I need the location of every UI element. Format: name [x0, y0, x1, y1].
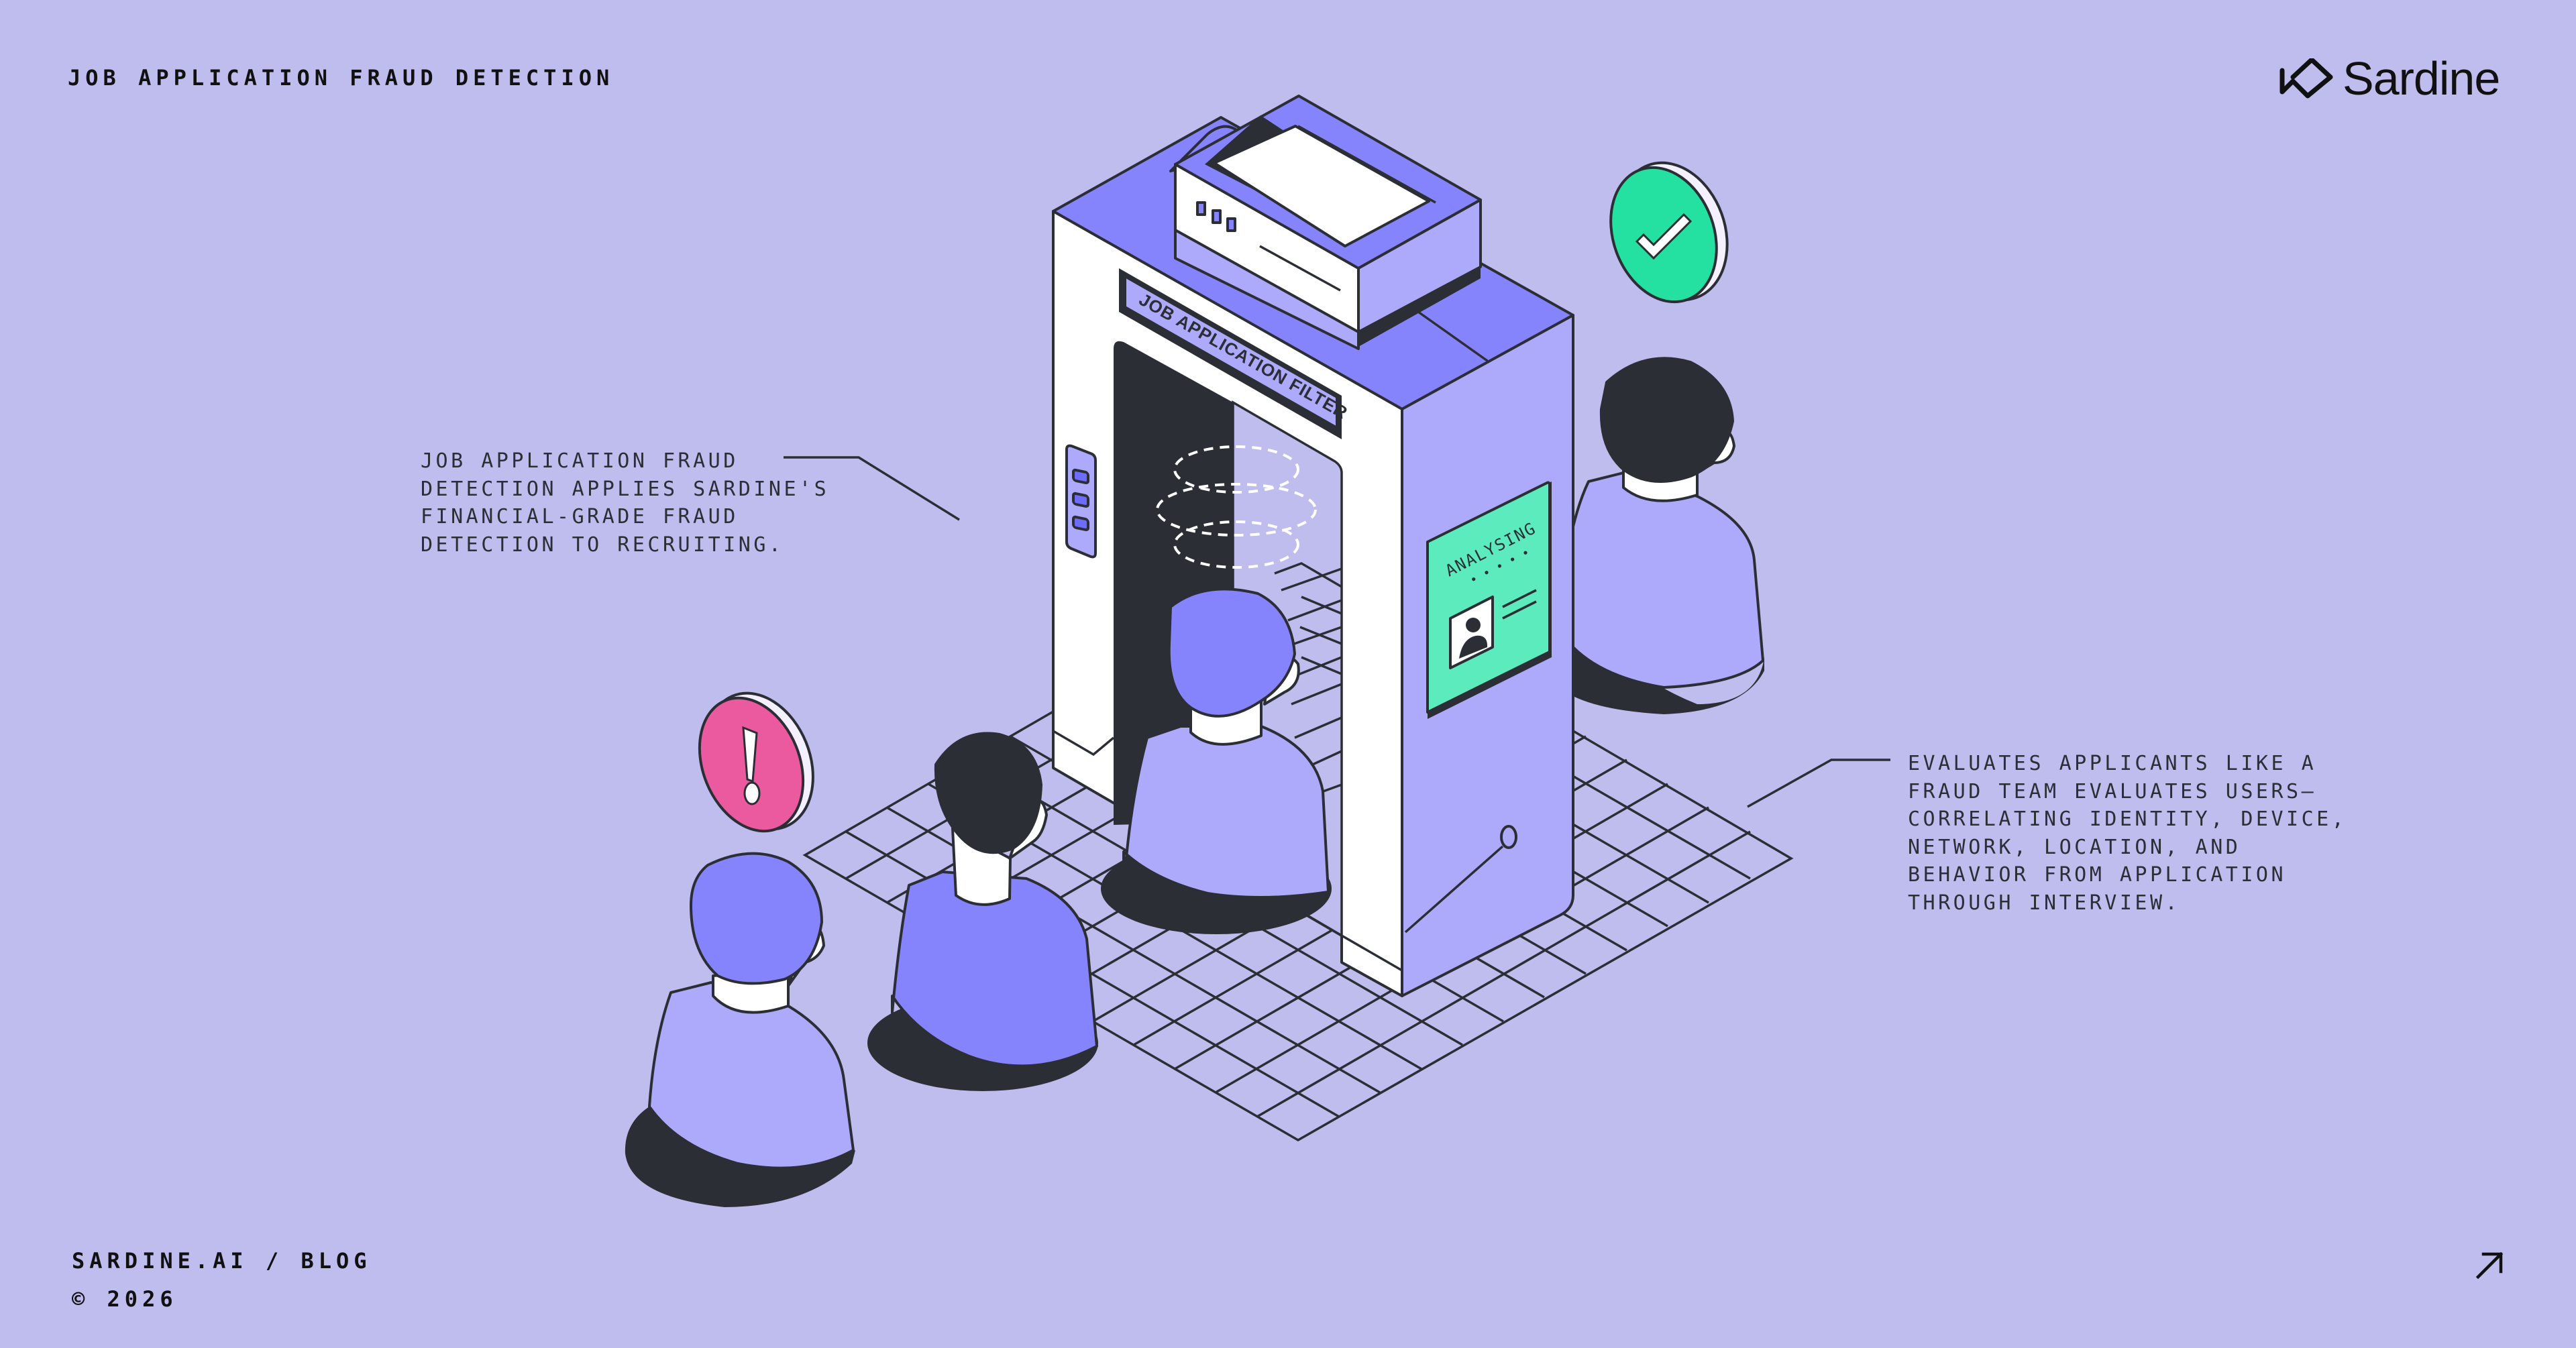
footer: SARDINE.AI / BLOG © 2026	[72, 1242, 372, 1318]
brand-name: Sardine	[2343, 52, 2500, 105]
blog-link[interactable]: SARDINE.AI / BLOG	[72, 1248, 372, 1274]
applicant-waiting-middle	[867, 732, 1098, 1091]
copyright: © 2026	[72, 1286, 178, 1312]
exclamation-badge	[698, 691, 814, 833]
arrow-up-right-icon[interactable]	[2475, 1251, 2504, 1280]
caption-left: JOB APPLICATION FRAUD DETECTION APPLIES …	[421, 449, 830, 557]
check-badge	[1609, 161, 1729, 304]
sardine-logo-icon	[2279, 58, 2333, 99]
scanner-rings	[1156, 445, 1317, 569]
caption-right: EVALUATES APPLICANTS LIKE A FRAUD TEAM E…	[1908, 752, 2347, 915]
callout-line-right	[1747, 759, 1890, 808]
check-icon	[1635, 213, 1693, 260]
top-device	[1174, 95, 1482, 350]
brand-logo[interactable]: Sardine	[2278, 55, 2500, 102]
page-title: JOB APPLICATION FRAUD DETECTION	[68, 65, 614, 91]
analysing-screen: ANALYSING • • • • •	[1426, 481, 1552, 719]
applicant-in-scanner	[1101, 587, 1332, 934]
exclamation-icon	[742, 726, 758, 783]
applicant-approved	[1572, 357, 1764, 714]
keypad	[1065, 444, 1097, 559]
applicant-flagged	[625, 852, 855, 1207]
callout-line-left	[784, 456, 960, 521]
